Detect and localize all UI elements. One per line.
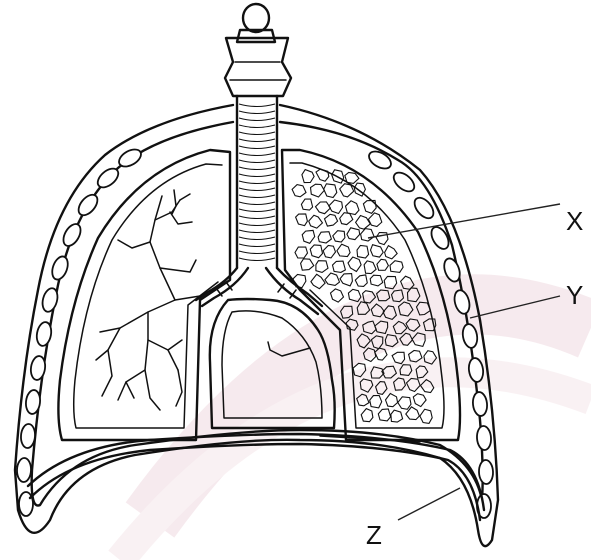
- alveolus: [316, 202, 331, 214]
- alveolus: [348, 257, 361, 272]
- alveolus: [323, 246, 335, 258]
- alveolus: [324, 184, 337, 198]
- alveolus: [345, 172, 359, 183]
- trachea-ring: [239, 223, 275, 226]
- trachea-ring: [239, 230, 275, 233]
- alveolus: [347, 228, 360, 240]
- alveolus: [325, 273, 340, 285]
- alveolus: [325, 214, 338, 226]
- alveolus: [378, 409, 390, 421]
- alveolus: [398, 397, 411, 410]
- rib: [49, 254, 70, 281]
- alveolus: [311, 184, 325, 197]
- alveolus: [386, 394, 398, 407]
- trachea-rings: [239, 104, 275, 261]
- rib: [472, 391, 488, 416]
- rib: [479, 460, 494, 484]
- alveolus: [368, 213, 381, 227]
- alveolus: [311, 274, 325, 288]
- trachea-ring: [239, 146, 275, 149]
- trachea-ring: [239, 174, 275, 177]
- trachea-ring: [239, 118, 275, 121]
- rib: [40, 287, 60, 314]
- alveolus: [420, 409, 432, 423]
- trachea-ring: [239, 244, 275, 247]
- leader-z: [398, 488, 460, 520]
- trachea-ring: [239, 258, 275, 261]
- trachea-ring: [239, 237, 275, 240]
- alveolus: [295, 247, 308, 258]
- rib: [29, 355, 46, 381]
- label-z: Z: [366, 522, 382, 548]
- alveolus: [309, 215, 323, 228]
- rib: [35, 321, 53, 347]
- trachea-ring: [239, 188, 275, 191]
- trachea-ring: [239, 209, 275, 212]
- trachea-ring: [239, 181, 275, 184]
- trachea-ring: [239, 139, 275, 142]
- alveolus: [337, 244, 350, 256]
- rib: [17, 458, 32, 482]
- trachea-ring: [239, 153, 275, 156]
- leader-x: [368, 204, 560, 238]
- rib: [428, 224, 452, 252]
- alveolus: [357, 245, 369, 258]
- alveolus: [310, 245, 322, 258]
- alveolus: [413, 394, 426, 407]
- alveolus: [333, 261, 346, 272]
- label-y: Y: [566, 282, 583, 308]
- alveolus: [331, 289, 344, 302]
- trachea-ring: [239, 167, 275, 170]
- alveolus: [364, 261, 376, 274]
- alveolus: [361, 229, 375, 241]
- trachea-ring: [239, 104, 275, 107]
- rib: [366, 148, 394, 172]
- trachea: [225, 4, 291, 268]
- rib: [476, 426, 492, 451]
- alveolus: [340, 213, 353, 225]
- alveolus: [292, 185, 306, 197]
- alveolus: [316, 261, 328, 273]
- alveolus: [385, 246, 398, 259]
- bronchial-tree: [96, 190, 200, 410]
- trachea-ring: [239, 195, 275, 198]
- alveolus: [370, 275, 383, 286]
- alveolus: [333, 231, 345, 242]
- trachea-ring: [239, 202, 275, 205]
- alveolus: [346, 201, 360, 215]
- alveolus: [377, 259, 389, 270]
- alveolus: [302, 170, 314, 183]
- alveolus: [329, 200, 343, 214]
- trachea-ring: [239, 160, 275, 163]
- alveolus: [390, 261, 403, 273]
- alveolus: [391, 410, 403, 422]
- rib: [75, 191, 101, 218]
- trachea-ring: [239, 216, 275, 219]
- trachea-ring: [239, 132, 275, 135]
- alveolus: [370, 396, 382, 408]
- alveolus: [340, 184, 354, 197]
- alveolus: [301, 259, 314, 270]
- alveolus: [302, 230, 315, 243]
- alveolus: [355, 275, 367, 287]
- alveolus: [318, 232, 331, 243]
- alveolus: [301, 199, 312, 210]
- rib: [60, 221, 84, 249]
- alveolus: [371, 245, 384, 257]
- alveolus: [356, 216, 371, 230]
- alveolus: [340, 274, 352, 286]
- trachea-ring: [239, 111, 275, 114]
- trachea-ring: [239, 125, 275, 128]
- label-x: X: [566, 208, 583, 234]
- alveolus: [296, 214, 308, 226]
- trachea-ring: [239, 251, 275, 254]
- alveolus: [361, 409, 373, 422]
- alveolus: [316, 169, 329, 181]
